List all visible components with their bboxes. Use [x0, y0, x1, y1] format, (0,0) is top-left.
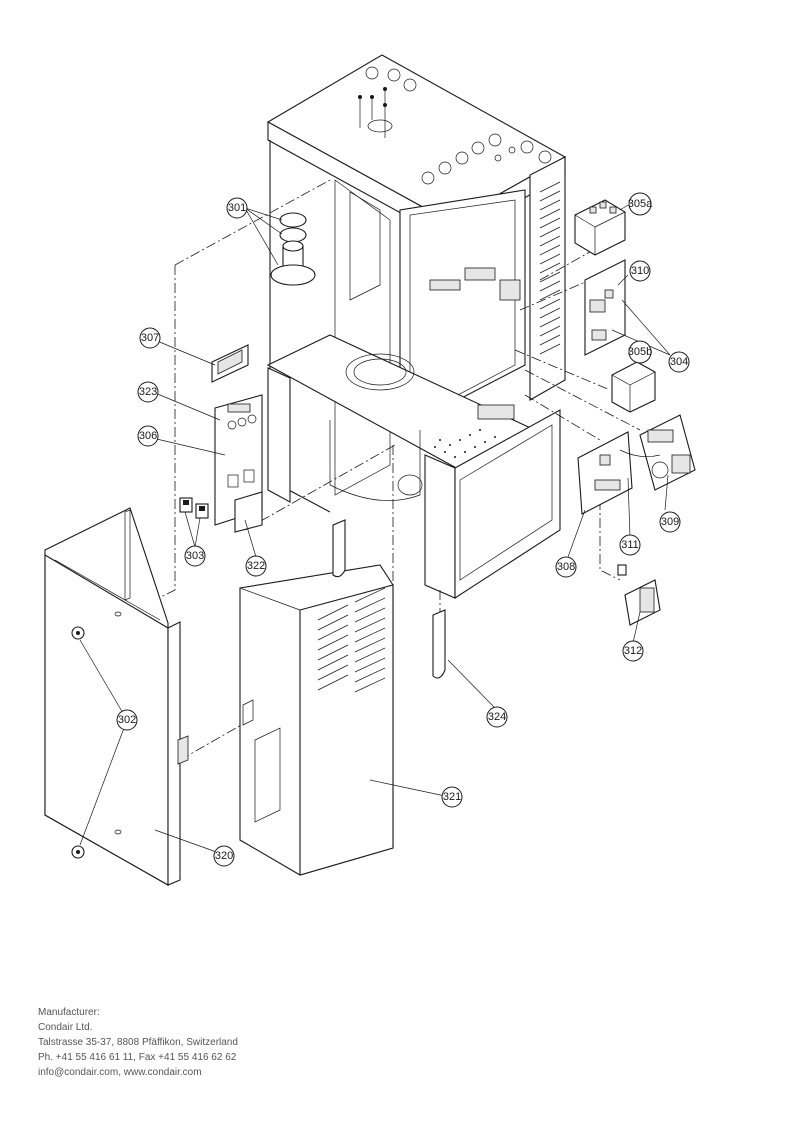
footer-company: Condair Ltd. — [38, 1022, 93, 1033]
switch-parts — [179, 497, 209, 519]
callout-label-324: 324 — [488, 711, 506, 723]
callout-308: 308 — [555, 556, 577, 578]
callout-label-301: 301 — [228, 202, 246, 214]
transformer-312 — [617, 564, 661, 626]
callout-label-305b: 305b — [628, 346, 652, 358]
control-board-308 — [577, 431, 661, 515]
callout-323: 323 — [137, 381, 159, 403]
callout-label-302: 302 — [118, 714, 136, 726]
callout-322: 322 — [245, 555, 267, 577]
callout-label-311: 311 — [621, 539, 639, 551]
callout-layer: 301 305a 310 307 304 305b 323 306 309 31… — [116, 192, 690, 867]
callout-301: 301 — [226, 197, 248, 219]
side-cover-panel — [239, 564, 394, 876]
contactor-part-a — [574, 199, 626, 256]
callout-306: 306 — [137, 425, 159, 447]
callout-305a: 305a — [628, 192, 653, 216]
callout-label-309: 309 — [661, 516, 679, 528]
callout-324: 324 — [486, 706, 508, 728]
callout-label-304: 304 — [670, 356, 688, 368]
footer-phone: Ph. +41 55 416 61 11, Fax +41 55 416 62 … — [38, 1052, 237, 1063]
callout-312: 312 — [622, 640, 644, 662]
callout-label-320: 320 — [215, 850, 233, 862]
callout-309: 309 — [659, 511, 681, 533]
callout-label-308: 308 — [557, 561, 575, 573]
callout-321: 321 — [441, 786, 463, 808]
display-window-307 — [211, 344, 249, 383]
callout-label-310: 310 — [631, 265, 649, 277]
callout-label-307: 307 — [141, 332, 159, 344]
callout-307: 307 — [139, 327, 161, 349]
footer-web: info@condair.com, www.condair.com — [38, 1067, 202, 1078]
contactor-part-b — [611, 361, 656, 413]
callout-label-306: 306 — [139, 430, 157, 442]
power-module-309 — [639, 414, 696, 491]
cabinet-frame — [266, 54, 567, 600]
leader-lines — [79, 204, 671, 855]
callout-310: 310 — [629, 260, 651, 282]
manufacturer-footer: Manufacturer: Condair Ltd. Talstrasse 35… — [38, 1005, 238, 1080]
callout-label-305a: 305a — [628, 198, 653, 210]
left-door-panel — [44, 507, 189, 886]
callout-311: 311 — [619, 534, 641, 556]
exploded-parts-diagram: 301 305a 310 307 304 305b 323 306 309 31… — [44, 54, 696, 886]
callout-label-322: 322 — [247, 560, 265, 572]
callout-303: 303 — [184, 545, 206, 567]
callout-305b: 305b — [628, 340, 652, 364]
callout-320: 320 — [213, 845, 235, 867]
footer-heading: Manufacturer: — [38, 1007, 100, 1018]
callout-label-312: 312 — [624, 645, 642, 657]
footer-address: Talstrasse 35-37, 8808 Pfäffikon, Switze… — [38, 1037, 238, 1048]
callout-label-323: 323 — [139, 386, 157, 398]
callout-label-303: 303 — [186, 550, 204, 562]
front-control-panel — [214, 394, 263, 533]
callout-302: 302 — [116, 709, 138, 731]
callout-304: 304 — [668, 351, 690, 373]
circuit-board-310 — [584, 259, 626, 356]
pipe-fitting-part — [270, 212, 316, 286]
callout-label-321: 321 — [443, 791, 461, 803]
bracket-hooks — [332, 519, 446, 679]
